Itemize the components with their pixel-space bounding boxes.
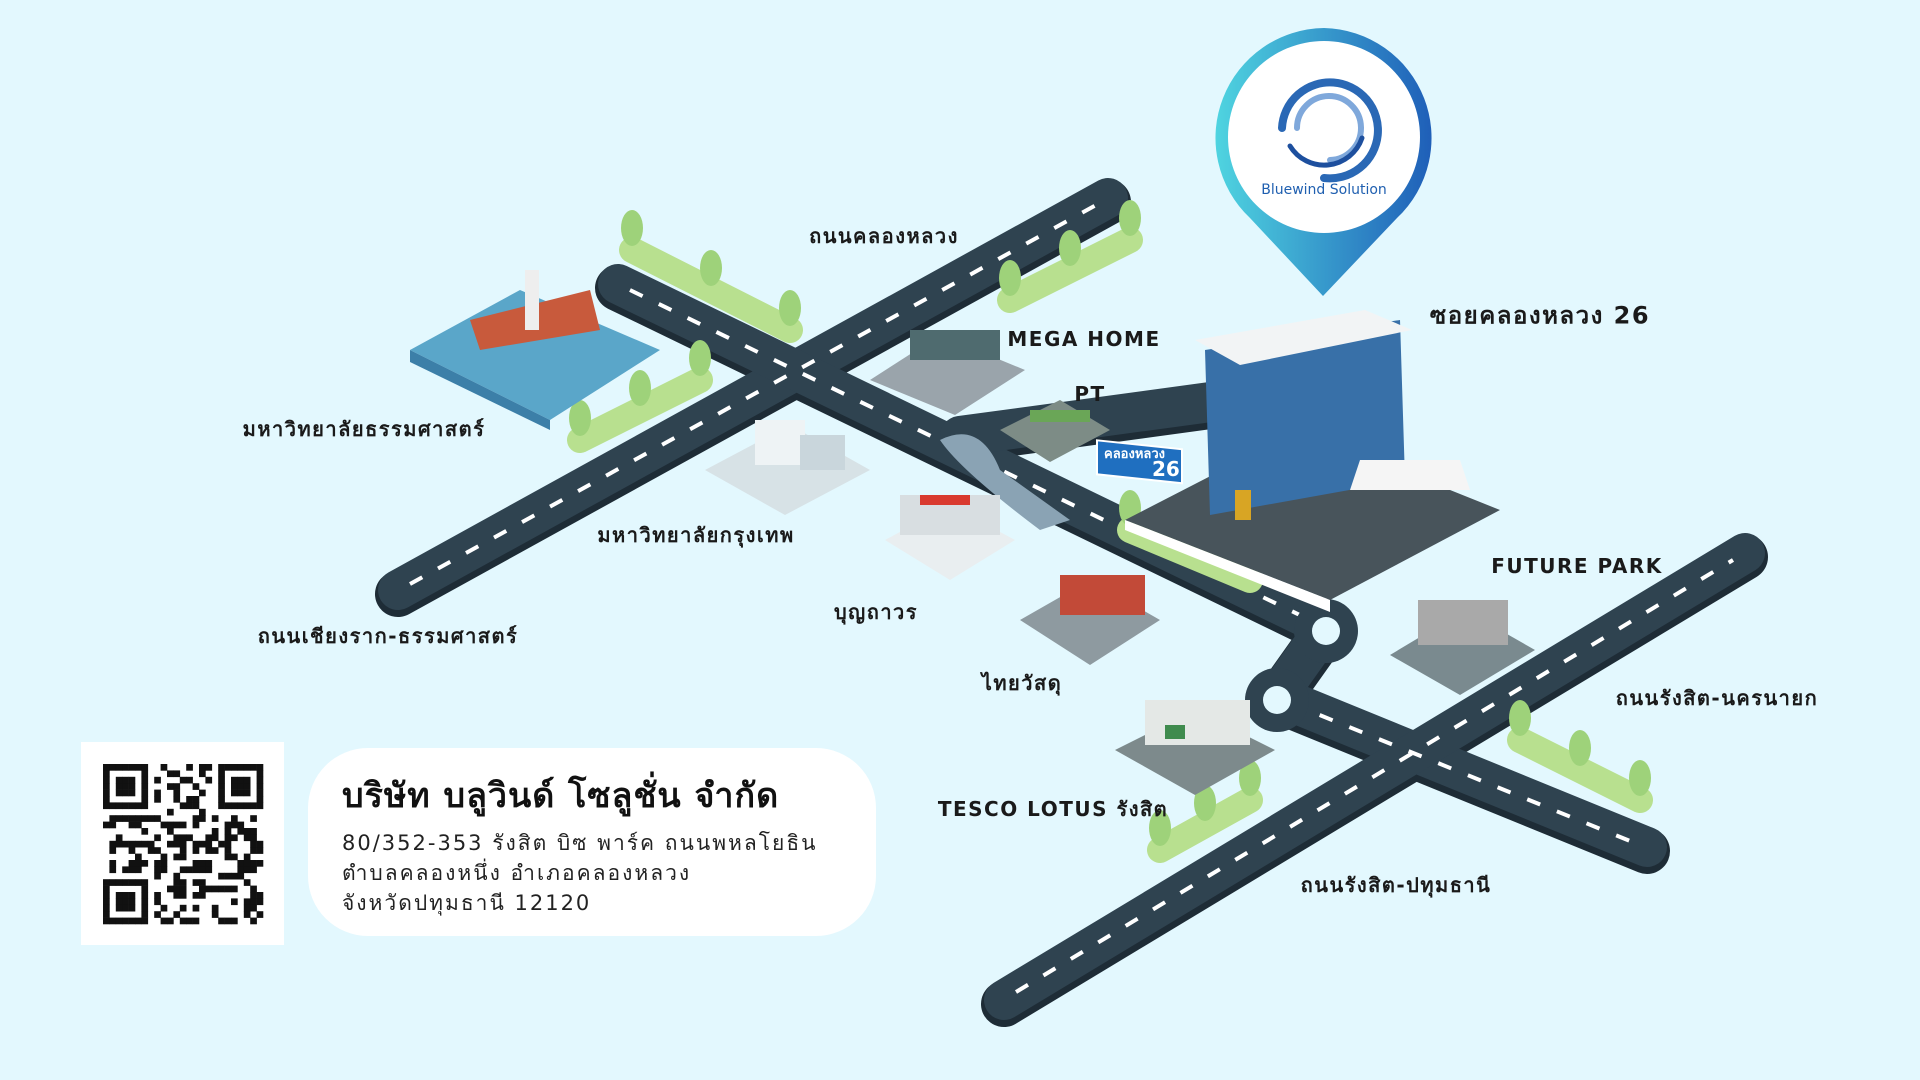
bluewind-office-building [1125, 310, 1500, 612]
label-bangkok-university: มหาวิทยาลัยกรุงเทพ [597, 523, 795, 547]
label-klong-luang-road: ถนนคลองหลวง [809, 224, 959, 248]
tree-icon [1629, 760, 1651, 796]
soi-26-sign: คลองหลวง 26 [1096, 439, 1183, 485]
tree-icon [700, 250, 722, 286]
label-thammasat: มหาวิทยาลัยธรรมศาสตร์ [242, 417, 486, 441]
company-address-card: บริษัท บลูวินด์ โซลูชั่น จำกัด 80/352-35… [308, 748, 876, 936]
address-line-2: ตำบลคลองหนึ่ง อำเภอคลองหลวง [342, 861, 692, 885]
future-park-building [1390, 600, 1535, 695]
label-thai-watsadu: ไทยวัสดุ [981, 671, 1063, 695]
tesco-lotus-building [1115, 700, 1275, 795]
buildings: คลองหลวง 26 [410, 270, 1535, 795]
tree-strip [567, 367, 713, 453]
thammasat-university-building [410, 270, 660, 430]
tree-strip [1507, 727, 1653, 813]
label-pt: PT [1074, 382, 1106, 406]
tree-icon [779, 290, 801, 326]
location-pin: Bluewind Solution [1212, 28, 1436, 302]
tree-icon [629, 370, 651, 406]
tree-strip [997, 227, 1143, 313]
tree-icon [689, 340, 711, 376]
tree-icon [1569, 730, 1591, 766]
tree-icon [1239, 760, 1261, 796]
sign-text: คลองหลวง [1104, 447, 1165, 462]
sign-number: 26 [1152, 457, 1180, 481]
label-tesco-lotus: TESCO LOTUS รังสิต [937, 797, 1169, 821]
label-rangsit-pathum: ถนนรังสิต-ปทุมธานี [1300, 873, 1492, 897]
pt-station-building [1000, 400, 1110, 462]
tree-strip [619, 237, 803, 343]
tree-icon [1194, 785, 1216, 821]
address-line-3: จังหวัดปทุมธานี 12120 [342, 891, 592, 915]
address-line-1: 80/352-353 รังสิต บิซ พาร์ค ถนนพหลโยธิน [342, 831, 818, 855]
label-boonthavorn: บุญถาวร [833, 600, 919, 624]
qr-code[interactable] [81, 742, 284, 945]
mega-home-building [870, 330, 1025, 415]
thai-watsadu-building [1020, 575, 1160, 665]
label-rangsit-nakhon-nayok: ถนนรังสิต-นครนายก [1615, 686, 1819, 710]
label-future-park: FUTURE PARK [1491, 554, 1663, 578]
boonthavorn-building [885, 495, 1015, 580]
tree-icon [621, 210, 643, 246]
bluewind-logo-icon [1278, 78, 1382, 183]
label-chiang-rak-road: ถนนเชียงราก-ธรรมศาสตร์ [257, 624, 519, 648]
tree-icon [1119, 200, 1141, 236]
tree-icon [1059, 230, 1081, 266]
tree-icon [999, 260, 1021, 296]
tree-strip [1147, 787, 1263, 863]
label-mega-home: MEGA HOME [1007, 327, 1161, 351]
tree-icon [569, 400, 591, 436]
tree-icon [1509, 700, 1531, 736]
tree-icon [1149, 810, 1171, 846]
bangkok-university-building [705, 420, 870, 515]
company-name: บริษัท บลูวินด์ โซลูชั่น จำกัด [342, 776, 780, 816]
brand-name: Bluewind Solution [1261, 182, 1387, 198]
label-soi-26: ซอยคลองหลวง 26 [1429, 301, 1651, 330]
